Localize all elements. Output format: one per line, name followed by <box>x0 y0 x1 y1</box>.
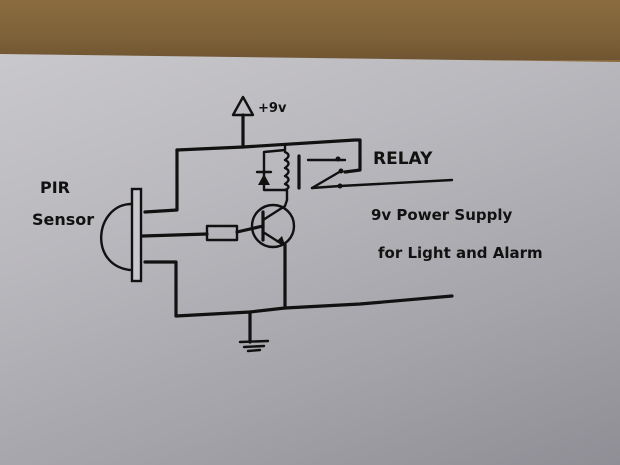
resistor-symbol <box>205 224 239 242</box>
sensor-label: Sensor <box>32 210 94 229</box>
relay-label: RELAY <box>373 149 433 169</box>
ground-rail-wire <box>143 260 454 318</box>
top-rail-wire <box>175 138 362 174</box>
base-wire <box>141 232 209 238</box>
ground-icon <box>238 310 270 353</box>
power-supply-label: 9v Power Supply <box>371 206 512 224</box>
paper-sheet <box>0 54 620 465</box>
pir-label: PIR <box>40 178 70 197</box>
relay-coil-group <box>255 143 301 202</box>
relay-contacts <box>306 156 454 190</box>
light-alarm-label: for Light and Alarm <box>378 244 543 262</box>
diode-icon <box>258 174 270 185</box>
pir-power-wire <box>143 148 179 214</box>
supply-symbol <box>231 95 255 149</box>
wooden-table-background <box>0 0 620 60</box>
supply-label: +9v <box>258 101 287 116</box>
transistor-symbol <box>250 198 296 249</box>
pir-sensor-icon <box>100 187 143 283</box>
